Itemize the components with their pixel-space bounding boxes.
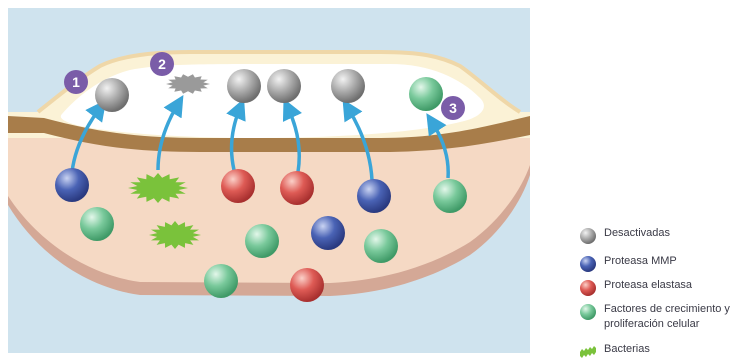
deactivated-ball	[331, 69, 365, 103]
legend-item-inactive: Desactivadas	[578, 226, 670, 246]
step-badge-label-2: 2	[158, 56, 166, 72]
ball-icon	[578, 302, 598, 322]
growth-factor-ball	[245, 224, 279, 258]
growth-factor-ball	[433, 179, 467, 213]
legend-label-bacteria: Bacterias	[604, 342, 650, 357]
growth-factor-ball	[204, 264, 238, 298]
legend-label-inactive: Desactivadas	[604, 226, 670, 241]
ball-icon	[578, 278, 598, 298]
legend-item-mmp: Proteasa MMP	[578, 254, 677, 274]
elastase-protease-ball	[221, 169, 255, 203]
step-badge-label-3: 3	[449, 100, 457, 116]
ball-icon	[578, 254, 598, 274]
bacteria-icon	[128, 173, 188, 203]
elastase-protease-ball	[280, 171, 314, 205]
deactivated-ball	[227, 69, 261, 103]
bacteria-icon	[578, 342, 598, 362]
legend-label-elastase: Proteasa elastasa	[604, 278, 692, 293]
legend-item-bacteria: Bacterias	[578, 342, 650, 362]
wound-diagram: 1 2 3	[0, 0, 575, 362]
bacteria-icon	[149, 221, 201, 249]
legend-item-growth: Factores de crecimiento y proliferación …	[578, 302, 752, 332]
mmp-protease-ball	[55, 168, 89, 202]
ball-icon	[578, 226, 598, 246]
legend-label-mmp: Proteasa MMP	[604, 254, 677, 269]
growth-factor-ball	[409, 77, 443, 111]
mmp-protease-ball	[311, 216, 345, 250]
growth-factor-ball	[80, 207, 114, 241]
legend-label-growth: Factores de crecimiento y proliferación …	[604, 302, 752, 332]
deactivated-ball	[95, 78, 129, 112]
growth-factor-ball	[364, 229, 398, 263]
mmp-protease-ball	[357, 179, 391, 213]
legend-item-elastase: Proteasa elastasa	[578, 278, 692, 298]
step-badge-label-1: 1	[72, 74, 80, 90]
elastase-protease-ball	[290, 268, 324, 302]
deactivated-ball	[267, 69, 301, 103]
